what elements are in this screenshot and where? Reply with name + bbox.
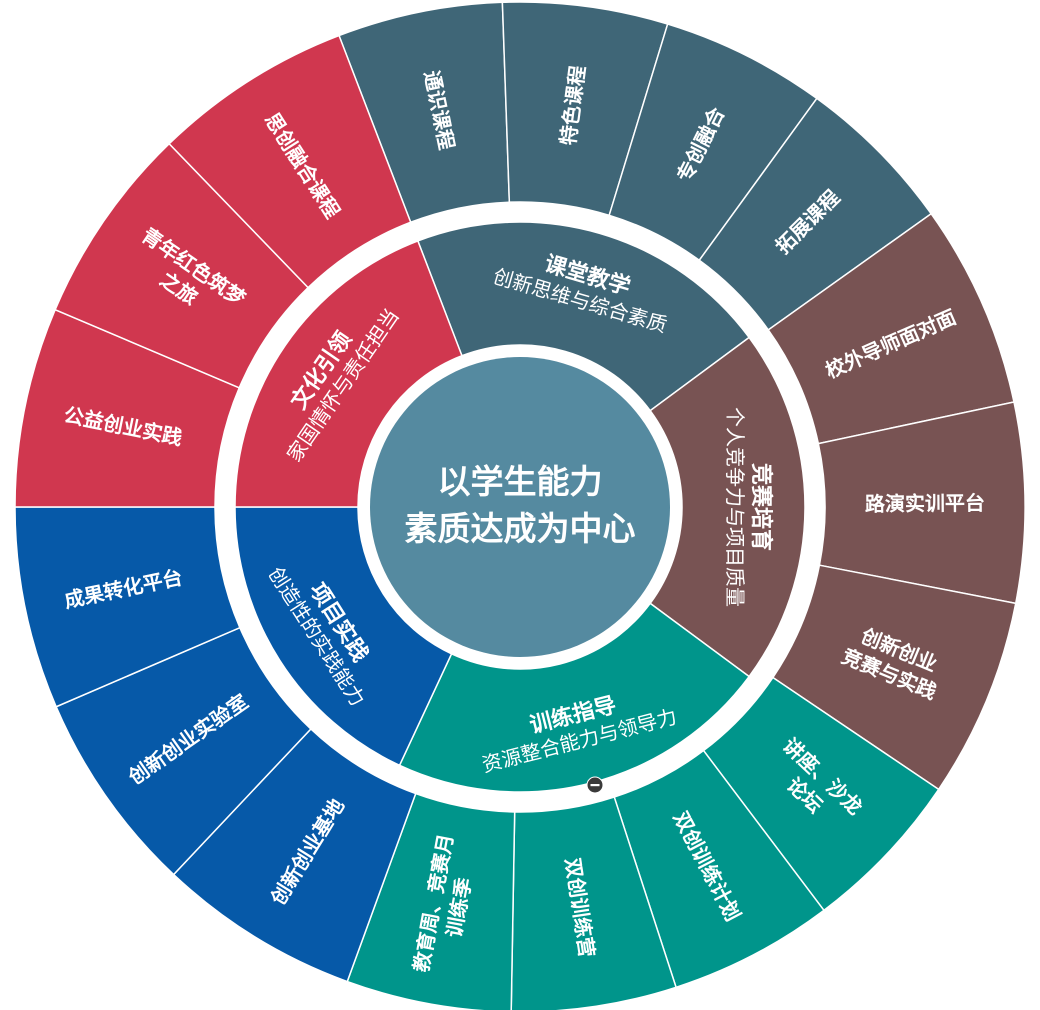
center-circle	[370, 357, 670, 657]
center-line-2: 素质达成为中心	[405, 509, 636, 548]
outer-label-line: 路演实训平台	[865, 491, 985, 516]
inner-title: 竞赛培育	[748, 463, 774, 551]
minus-circle-icon[interactable]	[586, 776, 604, 794]
center-hub: 以学生能力 素质达成为中心	[358, 345, 682, 669]
outer-segment-culture-2[interactable]	[168, 34, 412, 289]
inner-subtitle: 个人竞争力与项目质量	[723, 407, 747, 607]
outer-label: 路演实训平台	[865, 491, 985, 516]
center-line-1: 以学生能力	[438, 462, 603, 501]
outer-segment-training-2[interactable]	[510, 796, 677, 1010]
